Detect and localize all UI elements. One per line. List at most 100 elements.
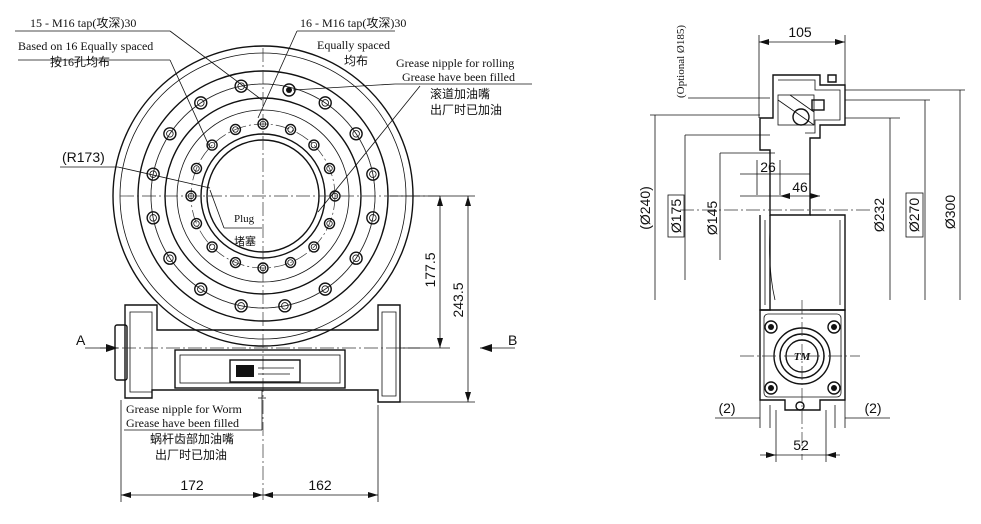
inner-bolt-hole bbox=[190, 217, 203, 230]
dia-232: Ø232 bbox=[871, 198, 887, 232]
outer-bolt-hole bbox=[163, 127, 177, 141]
radius-label: (R173) bbox=[62, 149, 105, 165]
outer-holes-note-3: 按16孔均布 bbox=[50, 55, 110, 69]
front-view: A B 15 - M16 tap(攻深)30 Based on 16 Equal… bbox=[15, 16, 532, 502]
dia-270: Ø270 bbox=[906, 198, 922, 232]
inner-holes-note-1: 16 - M16 tap(攻深)30 bbox=[300, 16, 406, 30]
rolling-grease-note-1: Grease nipple for rolling bbox=[396, 56, 514, 70]
inner-holes-note-3: 均布 bbox=[344, 54, 368, 68]
dia-175: Ø175 bbox=[668, 199, 684, 233]
section-arrow-a bbox=[106, 344, 118, 352]
inner-bolt-hole bbox=[206, 241, 218, 253]
inner-bolt-hole-thread bbox=[232, 126, 239, 133]
ring-section bbox=[759, 74, 846, 216]
dim-243-5: 243.5 bbox=[450, 282, 466, 317]
inner-bolt-hole-thread bbox=[331, 192, 339, 200]
section-arrow-b bbox=[480, 344, 492, 352]
outer-holes-note-1: 15 - M16 tap(攻深)30 bbox=[30, 16, 136, 30]
ball bbox=[792, 108, 810, 126]
outer-bolt-hole-thread bbox=[321, 285, 329, 293]
outer-bolt-hole bbox=[194, 96, 208, 110]
inner-bolt-hole bbox=[308, 241, 320, 253]
outer-holes-note-2: Based on 16 Equally spaced bbox=[18, 39, 153, 53]
outer-bolt-hole bbox=[318, 96, 332, 110]
plug-label-cn: 堵塞 bbox=[234, 234, 256, 248]
outer-bolt-hole-thread bbox=[321, 99, 329, 107]
worm-housing-end bbox=[759, 309, 846, 411]
dia-270-box bbox=[905, 192, 924, 238]
outer-bolt-hole bbox=[194, 282, 208, 296]
inner-bolt-hole bbox=[308, 139, 320, 151]
outer-bolt-hole-thread bbox=[166, 254, 174, 262]
nameplate-housing bbox=[174, 349, 346, 389]
outer-bolt-hole bbox=[146, 211, 160, 225]
dim-46: 46 bbox=[792, 179, 808, 195]
outer-bolt-hole bbox=[234, 299, 248, 313]
svg-text:TM: TM bbox=[794, 351, 812, 363]
housing-side bbox=[759, 214, 846, 311]
outer-bolt-hole bbox=[366, 167, 380, 181]
inner-bolt-hole bbox=[229, 123, 242, 136]
outer-bolt-hole-thread bbox=[149, 214, 157, 222]
worm-grease-note-1: Grease nipple for Worm bbox=[126, 402, 242, 416]
plug-label-en: Plug bbox=[234, 213, 255, 225]
inner-bolt-hole bbox=[323, 217, 336, 230]
dim-26: 26 bbox=[760, 159, 776, 175]
section-a-label: A bbox=[76, 332, 86, 348]
worm-end-cap-left bbox=[114, 324, 128, 381]
inner-bolt-hole bbox=[229, 256, 242, 269]
rolling-grease-note-2: Grease have been filled bbox=[402, 70, 515, 84]
dim-2-left: (2) bbox=[718, 400, 735, 416]
inner-bolt-hole bbox=[284, 123, 297, 136]
dim-105: 105 bbox=[788, 24, 812, 40]
dim-52: 52 bbox=[793, 437, 809, 453]
inner-bolt-hole-thread bbox=[193, 165, 200, 172]
outer-bolt-hole bbox=[146, 167, 160, 181]
outer-bolt-holes bbox=[146, 79, 380, 313]
dia-300: Ø300 bbox=[942, 195, 958, 229]
worm-grease-note-4: 出厂时已加油 bbox=[155, 448, 227, 462]
inner-holes-note-2: Equally spaced bbox=[317, 38, 390, 52]
dia-175-box bbox=[667, 194, 685, 238]
inner-bolt-hole-thread bbox=[310, 141, 318, 149]
inner-bolt-hole bbox=[190, 162, 203, 175]
grease-nipple-worm bbox=[258, 390, 266, 399]
side-view: TM 105 (Optional Ø185) (Ø240) Ø175 Ø145 … bbox=[637, 24, 965, 462]
outer-bolt-hole bbox=[366, 211, 380, 225]
outer-bolt-hole bbox=[349, 127, 363, 141]
optional-dia-label: (Optional Ø185) bbox=[675, 25, 687, 98]
nameplate bbox=[229, 359, 301, 383]
inner-bolt-hole-thread bbox=[326, 165, 333, 172]
dim-172: 172 bbox=[180, 477, 204, 493]
inner-bolt-hole bbox=[323, 162, 336, 175]
outer-bolt-hole-thread bbox=[352, 254, 360, 262]
seal-lip bbox=[811, 99, 825, 111]
inner-bolt-hole-thread bbox=[287, 126, 294, 133]
dim-162: 162 bbox=[308, 477, 332, 493]
outer-bolt-hole-thread bbox=[281, 302, 289, 310]
dim-2-right: (2) bbox=[864, 400, 881, 416]
inner-bolt-hole-thread bbox=[326, 220, 333, 227]
outer-bolt-hole bbox=[234, 79, 248, 93]
dia-240: (Ø240) bbox=[637, 186, 653, 230]
inner-bolt-hole-thread bbox=[193, 220, 200, 227]
rolling-grease-note-4: 出厂时已加油 bbox=[430, 103, 502, 117]
dim-177-5: 177.5 bbox=[422, 252, 438, 287]
outer-bolt-hole bbox=[278, 299, 292, 313]
inner-bolt-hole-thread bbox=[208, 243, 216, 251]
section-b-label: B bbox=[508, 332, 517, 348]
outer-bolt-hole-thread bbox=[352, 130, 360, 138]
worm-grease-note-3: 蜗杆齿部加油嘴 bbox=[150, 431, 234, 446]
outer-bolt-hole bbox=[349, 251, 363, 265]
worm-grease-note-2: Grease have been filled bbox=[126, 416, 239, 430]
outer-bolt-hole-thread bbox=[369, 214, 377, 222]
outer-bolt-hole-thread bbox=[237, 302, 245, 310]
inner-bolt-hole-thread bbox=[310, 243, 318, 251]
inner-bolt-hole-thread bbox=[232, 259, 239, 266]
outer-bolt-hole-thread bbox=[197, 285, 205, 293]
inner-bolt-hole-thread bbox=[208, 141, 216, 149]
inner-bolt-hole-thread bbox=[287, 259, 294, 266]
outer-bolt-hole-thread bbox=[197, 99, 205, 107]
outer-bolt-hole bbox=[318, 282, 332, 296]
